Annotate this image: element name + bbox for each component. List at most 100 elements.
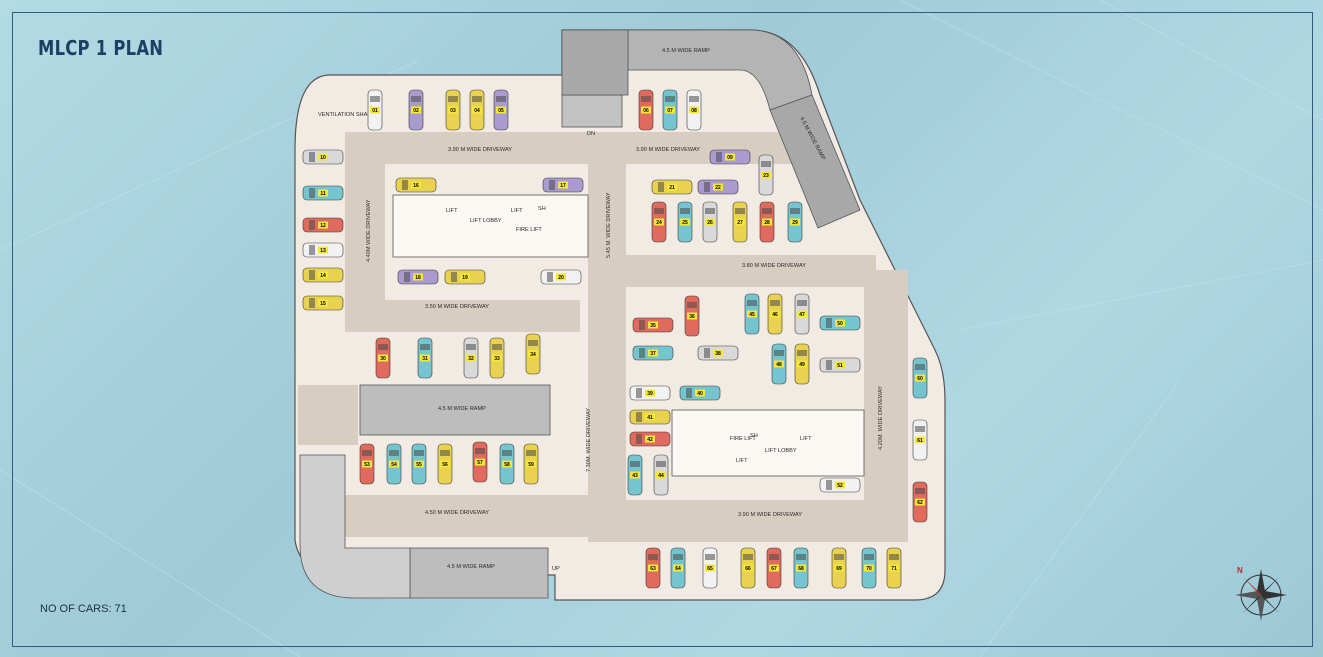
slot-number: 31 [422, 356, 428, 362]
car-windshield [889, 554, 899, 560]
slot-number-badge [680, 218, 690, 226]
slot-number: 12 [320, 223, 326, 229]
slot-number: 32 [468, 356, 474, 362]
car-windshield [689, 96, 699, 102]
slot-number: 51 [837, 363, 843, 369]
car-windshield [648, 554, 658, 560]
car-windshield [656, 461, 666, 467]
slot-number: 18 [415, 275, 421, 281]
slot-number-badge [318, 246, 328, 254]
slot-number-badge [648, 349, 658, 357]
car-windshield [826, 318, 832, 328]
slot-number-badge [648, 321, 658, 329]
slot-number: 20 [558, 275, 564, 281]
car-windshield [665, 96, 675, 102]
slot-number-badge [318, 299, 328, 307]
slot-number: 39 [647, 391, 653, 397]
slot-number-badge [761, 171, 771, 179]
slot-number-badge [834, 564, 844, 572]
slot-number-badge [835, 481, 845, 489]
car-windshield [636, 434, 642, 444]
car-windshield [762, 208, 772, 214]
slot-number: 17 [560, 183, 566, 189]
ramp-label: 4.5 M WIDE RAMP [662, 48, 710, 54]
slot-number-badge [630, 471, 640, 479]
compass-rose-icon [1235, 569, 1287, 621]
slot-number-badge [713, 183, 723, 191]
slot-number: 46 [772, 312, 778, 318]
slot-number-badge [378, 354, 388, 362]
slot-number-badge [370, 106, 380, 114]
slot-number-badge [689, 106, 699, 114]
ramps [299, 29, 861, 599]
slot-number-badge [743, 564, 753, 572]
slot-number-badge [413, 273, 423, 281]
slot-number-badge [645, 389, 655, 397]
slot-number-badge [648, 564, 658, 572]
slot-number-badge [654, 218, 664, 226]
car-windshield [834, 554, 844, 560]
slot-number-badge [735, 218, 745, 226]
car-windshield [309, 152, 315, 162]
slot-number-badge [762, 218, 772, 226]
slot-number-badge [318, 153, 328, 161]
lift-label: LIFT [800, 436, 812, 442]
slot-number: 05 [498, 108, 504, 114]
slot-number-badge [318, 221, 328, 229]
slot-number-badge [528, 350, 538, 358]
car-windshield [404, 272, 410, 282]
slot-number: 15 [320, 301, 326, 307]
slot-number: 36 [689, 314, 695, 320]
slot-number: 25 [682, 220, 688, 226]
slot-number-badge [318, 189, 328, 197]
car-windshield [547, 272, 553, 282]
slot-number-badge [558, 181, 568, 189]
car-windshield [475, 448, 485, 454]
car-windshield [370, 96, 380, 102]
slot-number-badge [774, 360, 784, 368]
car-windshield [790, 208, 800, 214]
slot-number: 44 [658, 473, 664, 479]
slot-number: 52 [837, 483, 843, 489]
car-windshield [716, 152, 722, 162]
slot-number-badge [492, 354, 502, 362]
car-windshield [309, 270, 315, 280]
slot-number: 60 [917, 376, 923, 382]
slot-number: 57 [477, 460, 483, 466]
slot-number-badge [448, 106, 458, 114]
slot-number-badge [526, 460, 536, 468]
slot-number-badge [695, 389, 705, 397]
car-windshield [641, 96, 651, 102]
slot-number-badge [466, 354, 476, 362]
slot-number-badge [411, 181, 421, 189]
car-windshield [636, 412, 642, 422]
slot-number: 13 [320, 248, 326, 254]
slot-number: 70 [866, 566, 872, 572]
driveway-label: 5.45 M. WIDE DRIVEWAY [606, 192, 612, 258]
slot-number: 23 [763, 173, 769, 179]
car-windshield [389, 450, 399, 456]
slot-number-badge [747, 310, 757, 318]
lift-lobby-label: LIFT LOBBY [765, 448, 797, 454]
slot-number-badge [835, 361, 845, 369]
slot-number: 69 [836, 566, 842, 572]
car-windshield [770, 300, 780, 306]
fire-lift-label: FIRE LIFT [516, 227, 542, 233]
slot-number: 22 [715, 185, 721, 191]
car-windshield [654, 208, 664, 214]
slot-number-badge [673, 564, 683, 572]
car-windshield [414, 450, 424, 456]
slot-number-badge [790, 218, 800, 226]
car-windshield [362, 450, 372, 456]
car-windshield [864, 554, 874, 560]
slot-number: 54 [391, 462, 397, 468]
car-windshield [528, 340, 538, 346]
slot-number: 66 [745, 566, 751, 572]
slot-number: 64 [675, 566, 681, 572]
car-windshield [496, 96, 506, 102]
slot-number-badge [796, 564, 806, 572]
slot-number-badge [502, 460, 512, 468]
slot-number-badge [915, 436, 925, 444]
